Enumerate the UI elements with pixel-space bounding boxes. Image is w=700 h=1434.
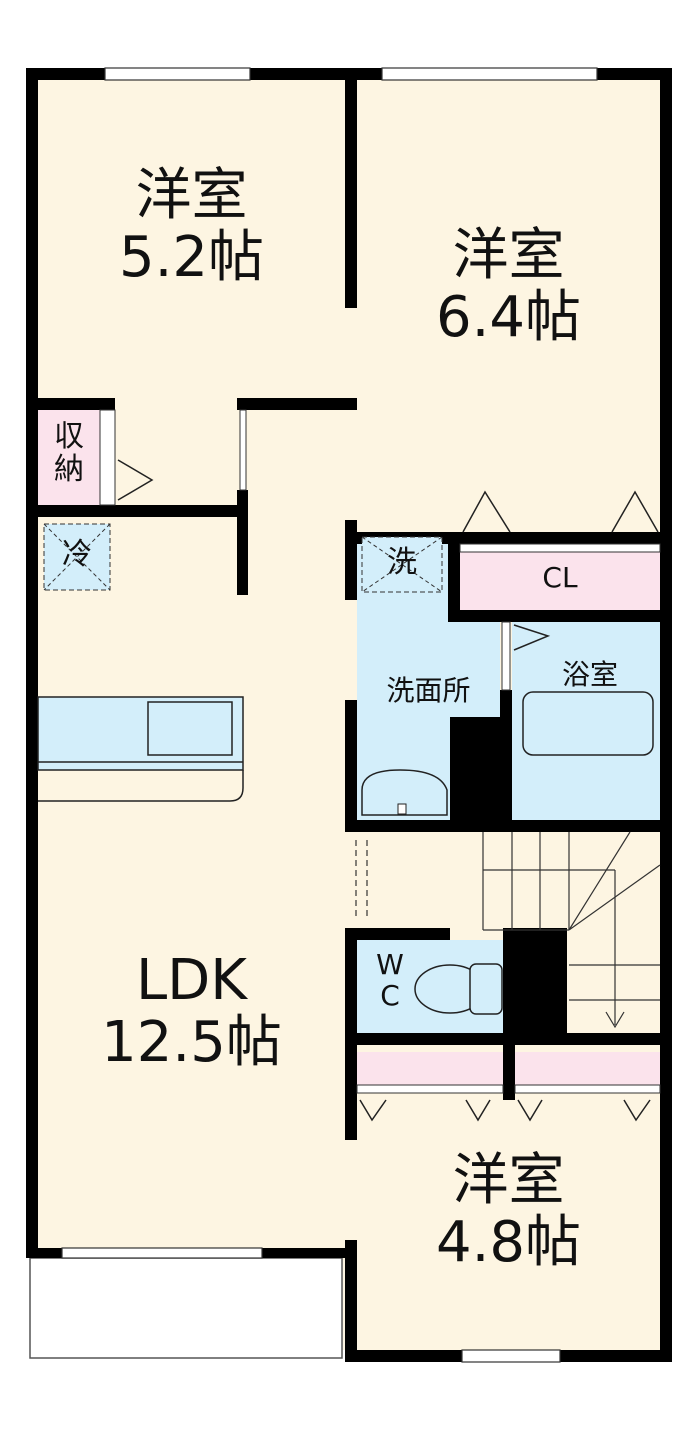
staircase (482, 831, 661, 1029)
washroom-label: 洗面所 (386, 674, 471, 707)
washer-label: 洗 (387, 545, 417, 580)
bedroom-c-label: 洋室 4.8帖 (357, 1150, 660, 1273)
bedroom-c-name: 洋室 (452, 1148, 565, 1213)
storage-line1: 収 (54, 419, 84, 454)
bathroom-label: 浴室 (561, 658, 618, 691)
bedroom-a-label: 洋室 5.2帖 (38, 165, 345, 288)
walls (26, 68, 672, 1362)
kitchen-sink (147, 701, 233, 756)
storage-line2: 納 (54, 452, 84, 487)
toilet-tank (469, 963, 503, 1015)
doors (99, 409, 661, 1094)
bedroom-a-name: 洋室 (135, 163, 248, 228)
bedroom-b-size: 6.4帖 (435, 284, 582, 350)
bedroom-c-size: 4.8帖 (435, 1209, 582, 1275)
bedroom-b-name: 洋室 (452, 223, 565, 288)
balcony (29, 1257, 343, 1359)
storage-area (38, 410, 100, 505)
bedroom-b-label: 洋室 6.4帖 (357, 225, 660, 348)
closet-c-right (515, 1052, 660, 1085)
ldk-name: LDK (135, 948, 248, 1013)
bathtub (522, 691, 654, 756)
windows (61, 67, 598, 1363)
toilet-line2: C (380, 978, 400, 1012)
wash-basin (361, 769, 448, 816)
closet-area (460, 552, 660, 610)
toilet-label: W C (360, 948, 420, 1012)
fridge-label: 冷 (62, 537, 92, 572)
door-swings (117, 459, 659, 1122)
closet-label: CL (542, 561, 578, 594)
toilet-line1: W (376, 948, 404, 981)
ldk-size: 12.5帖 (101, 1009, 282, 1075)
closet-c-left (357, 1052, 503, 1085)
storage-label: 収 納 (38, 420, 100, 486)
ldk-label: LDK 12.5帖 (38, 950, 345, 1073)
bedroom-a-size: 5.2帖 (118, 224, 265, 290)
sliding-door (355, 840, 368, 920)
